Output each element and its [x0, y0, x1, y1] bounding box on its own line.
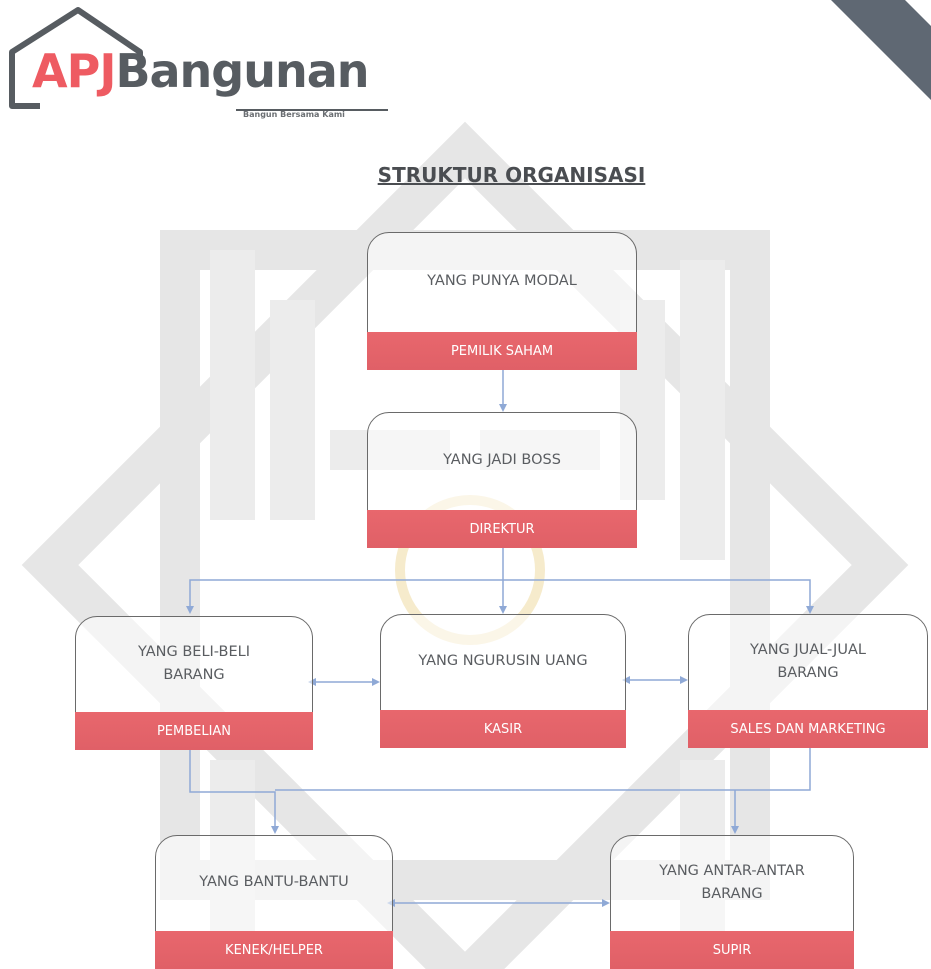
arrow-director-to-purchasing [186, 579, 503, 614]
node-owner: YANG PUNYA MODAL PEMILIK SAHAM [367, 232, 637, 370]
node-description: YANG NGURUSIN UANG [418, 653, 588, 670]
node-purchasing: YANG BELI-BELI BARANG PEMBELIAN [75, 616, 313, 750]
house-outline-icon [9, 7, 388, 111]
logo-tagline: Bangun Bersama Kami [243, 110, 345, 119]
arrow-director-to-sales [503, 579, 814, 614]
arrow-purchasing-to-helper [189, 750, 279, 834]
node-description: YANG JADI BOSS [443, 452, 561, 469]
node-description: YANG JUAL-JUAL BARANG [750, 641, 866, 681]
logo-brand-gray: Bangunan [115, 44, 369, 98]
node-role: KASIR [380, 710, 626, 748]
node-role: PEMILIK SAHAM [367, 332, 637, 370]
node-director: YANG JADI BOSS DIREKTUR [367, 412, 637, 548]
page-title: STRUKTUR ORGANISASI [377, 163, 646, 187]
company-logo: APJBangunan Bangun Bersama Kami [8, 6, 398, 126]
node-role: SUPIR [610, 931, 854, 969]
logo-brand-red: APJ [32, 44, 116, 98]
line-sales-to-helper [275, 748, 811, 791]
logo-wordmark: APJBangunan [32, 48, 370, 94]
node-role: PEMBELIAN [75, 712, 313, 750]
node-driver: YANG ANTAR-ANTAR BARANG SUPIR [610, 835, 854, 969]
node-cashier: YANG NGURUSIN UANG KASIR [380, 614, 626, 748]
corner-decoration-cut [905, 0, 931, 26]
node-description: YANG PUNYA MODAL [427, 273, 577, 290]
node-sales: YANG JUAL-JUAL BARANG SALES DAN MARKETIN… [688, 614, 928, 748]
node-description: YANG BELI-BELI BARANG [138, 643, 250, 683]
node-helper: YANG BANTU-BANTU KENEK/HELPER [155, 835, 393, 969]
node-description: YANG BANTU-BANTU [199, 874, 349, 891]
node-role: SALES DAN MARKETING [688, 710, 928, 748]
node-role: KENEK/HELPER [155, 931, 393, 969]
node-role: DIREKTUR [367, 510, 637, 548]
node-description: YANG ANTAR-ANTAR BARANG [659, 862, 805, 902]
